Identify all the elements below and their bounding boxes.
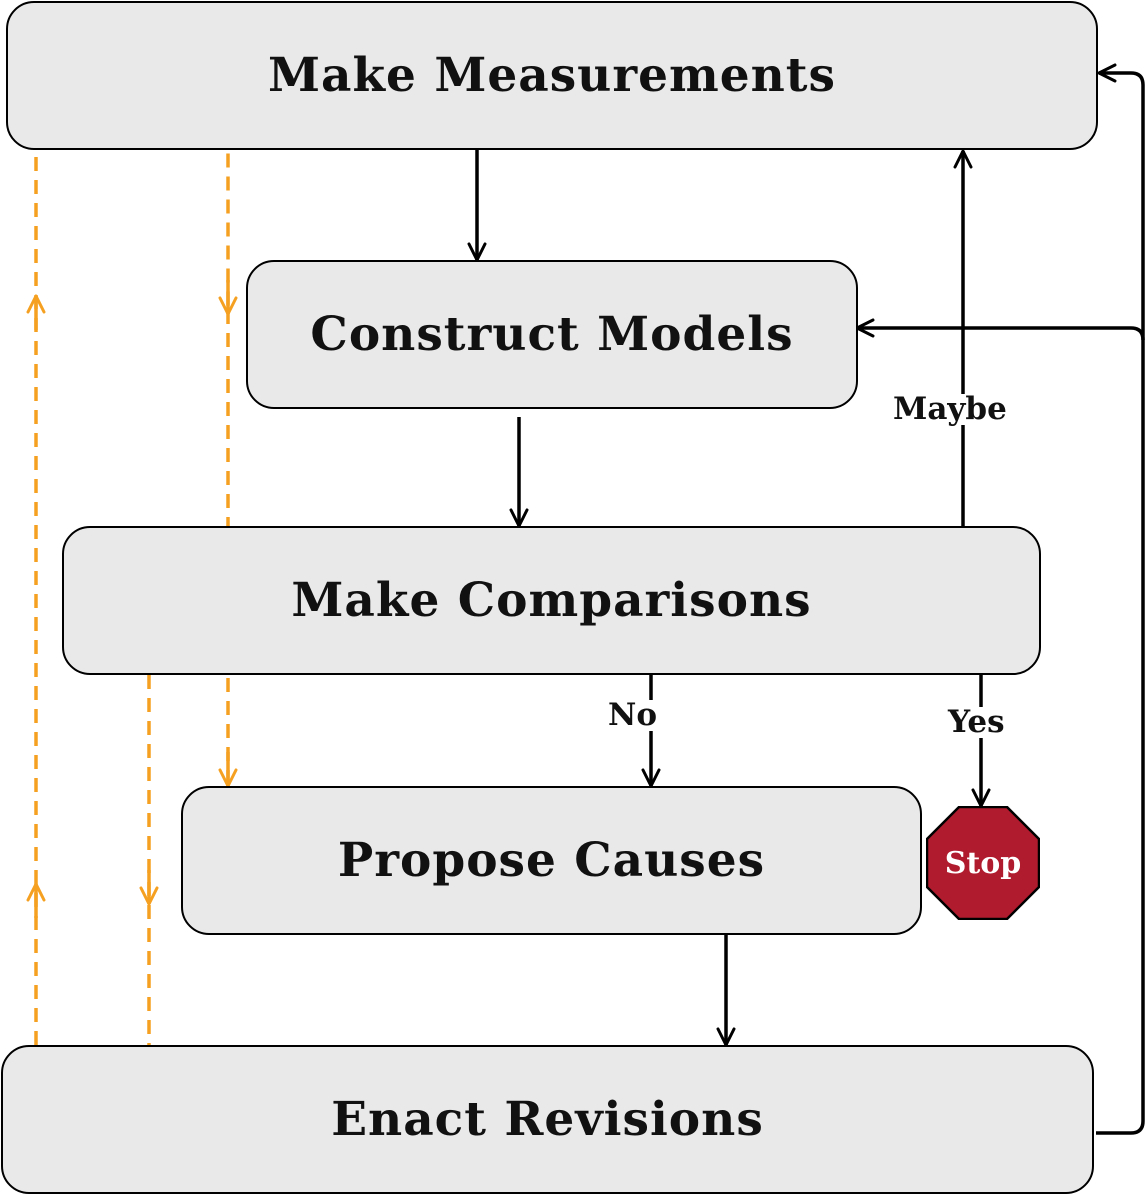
edge-label-maybe: Maybe [891, 391, 1009, 427]
arrow-revisions-to-measure [1096, 63, 1145, 1135]
node-make-measurements: Make Measurements [6, 1, 1098, 150]
inner-loop-inner [34, 675, 151, 1084]
node-construct-models-label: Construct Models [310, 307, 794, 362]
edge-label-no: No [606, 697, 660, 733]
node-make-comparisons: Make Comparisons [62, 526, 1041, 675]
stop-label: Stop [944, 845, 1022, 881]
node-construct-models: Construct Models [246, 260, 858, 409]
node-enact-revisions: Enact Revisions [1, 1045, 1094, 1194]
node-propose-causes: Propose Causes [181, 786, 922, 935]
node-make-measurements-label: Make Measurements [268, 48, 836, 103]
stop-sign-icon [926, 806, 1040, 920]
edge-label-yes: Yes [946, 704, 1007, 740]
node-enact-revisions-label: Enact Revisions [331, 1092, 764, 1147]
node-propose-causes-label: Propose Causes [337, 833, 766, 888]
node-make-comparisons-label: Make Comparisons [291, 573, 812, 628]
arrow-revisions-to-models [855, 318, 1145, 341]
